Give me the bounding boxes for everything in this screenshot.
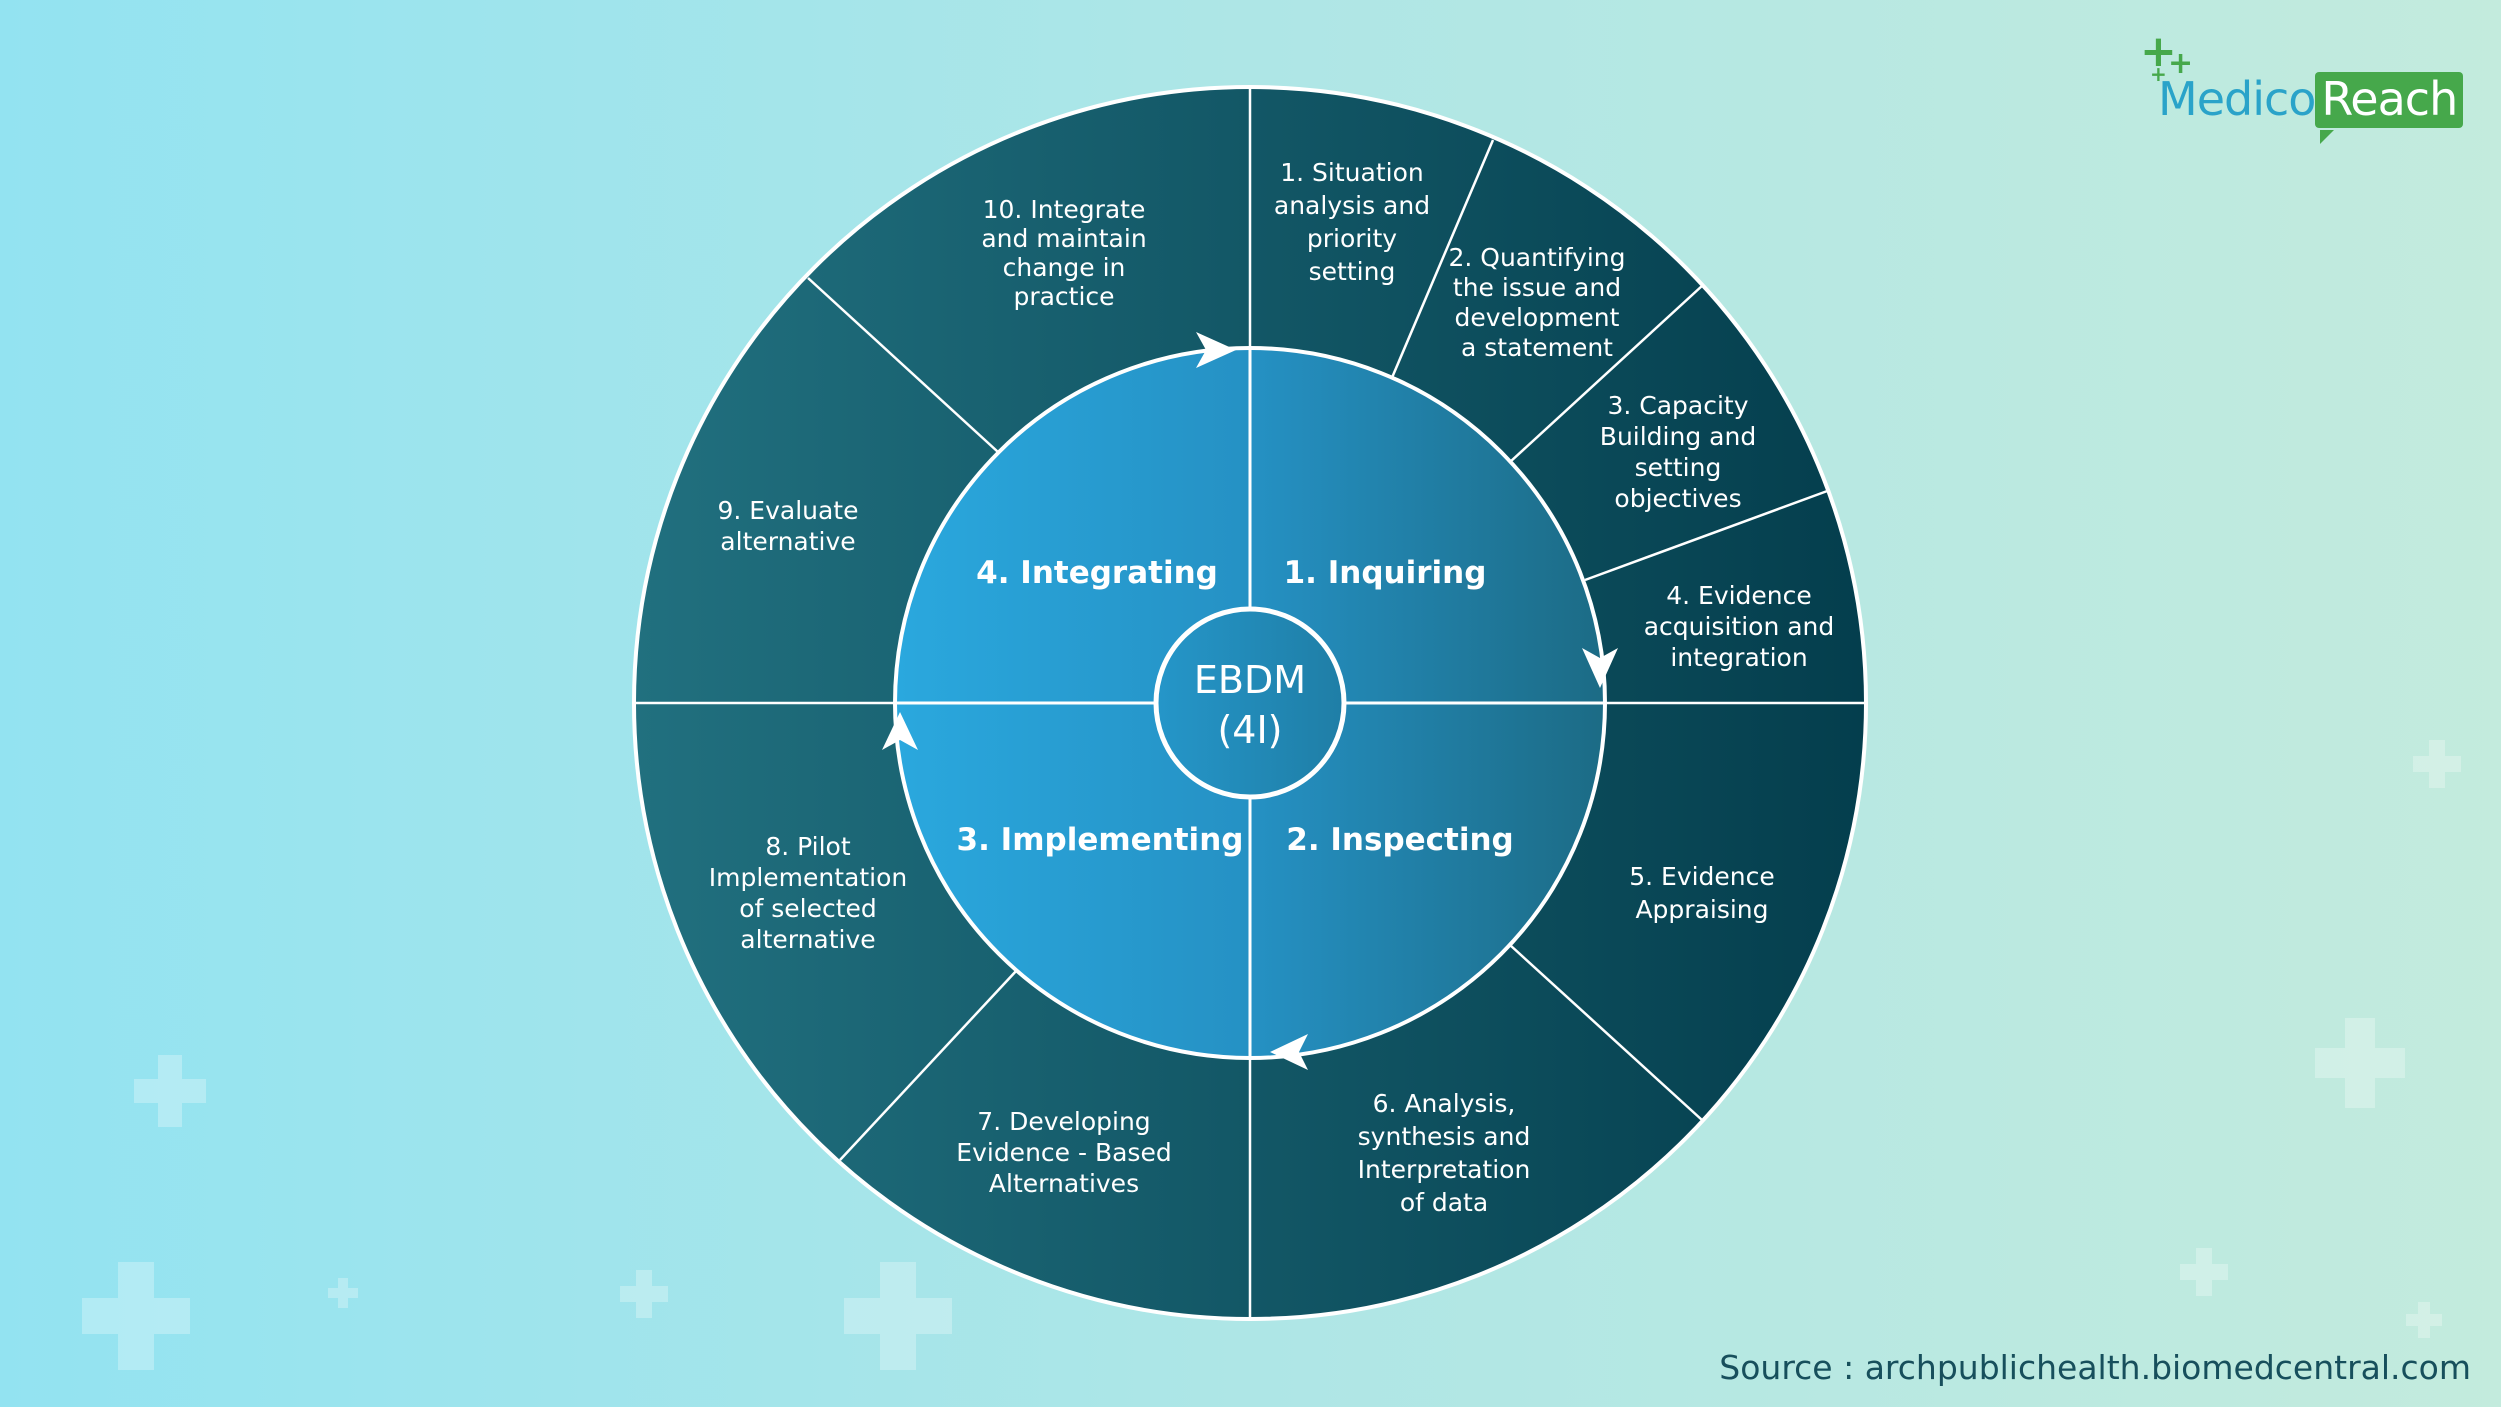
step-label-line: Interpretation — [1358, 1155, 1531, 1184]
step-label-line: of data — [1400, 1188, 1488, 1217]
step-label-line: a statement — [1461, 333, 1613, 362]
step-label-line: alternative — [720, 527, 855, 556]
logo-plus-icon: + — [2140, 26, 2177, 77]
plus-decoration-icon — [134, 1055, 206, 1127]
arrow-down-icon — [1582, 648, 1618, 688]
step-label-line: 10. Integrate — [983, 195, 1146, 224]
plus-decoration-icon — [2406, 1302, 2442, 1338]
step-label-line: 9. Evaluate — [717, 496, 858, 525]
step-label-line: development — [1455, 303, 1620, 332]
arrow-right-icon — [1196, 332, 1236, 368]
plus-decoration-icon — [2180, 1248, 2228, 1296]
step-label-1: 1. Situation analysis and priority setting — [1274, 158, 1430, 286]
step-labels: 1. Situation analysis and priority setting 2… — [709, 158, 1835, 1217]
logo-speech-tail — [2320, 130, 2334, 144]
logo-plus-icon: + — [2150, 62, 2167, 86]
step-label-line: 2. Quantifying — [1448, 243, 1625, 272]
logo-reach-text: Reach — [2315, 72, 2464, 128]
step-label-line: Building and — [1600, 422, 1756, 451]
step-label-line: 5. Evidence — [1629, 862, 1775, 891]
step-label-line: acquisition and — [1644, 612, 1835, 641]
step-label-line: 3. Capacity — [1607, 391, 1748, 420]
step-label-line: objectives — [1614, 484, 1741, 513]
step-label-line: of selected — [739, 894, 877, 923]
step-label-line: integration — [1670, 643, 1807, 672]
logo-medico-text: Medico — [2158, 72, 2316, 126]
step-label-line: analysis and — [1274, 191, 1430, 220]
plus-decoration-icon — [2315, 1018, 2405, 1108]
phase-label-inquiring: 1. Inquiring — [1284, 555, 1487, 591]
center-subtitle: (4I) — [1217, 708, 1282, 752]
arrow-left-icon — [1270, 1034, 1308, 1070]
step-label-line: 6. Analysis, — [1373, 1089, 1516, 1118]
step-label-line: change in — [1003, 253, 1126, 282]
step-label-line: Alternatives — [989, 1169, 1139, 1198]
step-label-line: and maintain — [981, 224, 1146, 253]
plus-decoration-icon — [844, 1262, 952, 1370]
logo-plus-icon: + — [2168, 46, 2194, 81]
segment-dividers — [634, 87, 1866, 1319]
step-label-line: 4. Evidence — [1666, 581, 1812, 610]
plus-decoration-icon — [2413, 740, 2461, 788]
phase-label-integrating: 4. Integrating — [976, 555, 1218, 591]
step-label-line: setting — [1635, 453, 1722, 482]
step-label-line: practice — [1013, 282, 1114, 311]
step-label-line: synthesis and — [1358, 1122, 1531, 1151]
step-label-line: 1. Situation — [1280, 158, 1423, 187]
source-citation: Source : archpublichealth.biomedcentral.… — [1719, 1348, 2471, 1387]
step-label-line: the issue and — [1453, 273, 1621, 302]
step-label-line: 8. Pilot — [765, 832, 851, 861]
step-label-line: 7. Developing — [977, 1107, 1150, 1136]
step-label-line: Evidence - Based — [956, 1138, 1171, 1167]
center-circle — [1153, 606, 1347, 800]
center-title: EBDM — [1194, 658, 1306, 702]
phase-label-implementing: 3. Implementing — [957, 822, 1244, 858]
step-label-line: alternative — [740, 925, 875, 954]
step-label-line: Appraising — [1635, 895, 1768, 924]
step-label-line: Implementation — [709, 863, 908, 892]
plus-decoration-icon — [620, 1270, 668, 1318]
step-label-line: setting — [1309, 257, 1396, 286]
step-label-line: priority — [1307, 224, 1397, 253]
phase-label-inspecting: 2. Inspecting — [1286, 822, 1514, 858]
arrow-up-icon — [882, 712, 918, 750]
plus-decoration-icon — [82, 1262, 190, 1370]
plus-decoration-icon — [328, 1278, 358, 1308]
